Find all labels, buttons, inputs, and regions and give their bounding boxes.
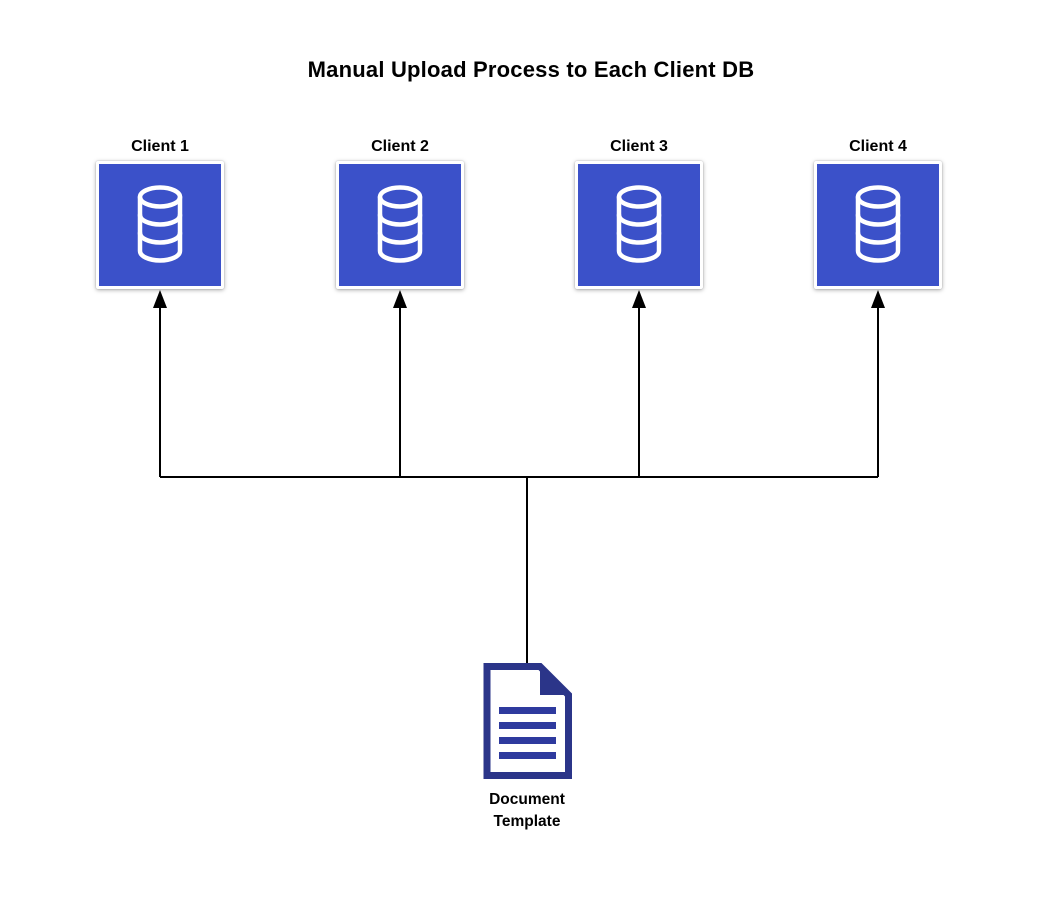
database-icon [137,185,183,263]
client-label: Client 3 [610,138,668,155]
document-label: Document Template [489,791,565,830]
client-label: Client 2 [371,138,429,155]
arrowhead-icon [393,290,407,308]
document-icon [483,663,572,779]
client-db-box [814,161,942,289]
diagram-title: Manual Upload Process to Each Client DB [307,57,755,82]
database-icon [377,185,423,263]
client-node-1: Client 1 [96,137,224,289]
client-label: Client 4 [849,138,907,155]
client-node-4: Client 4 [814,137,942,289]
client-node-2: Client 2 [336,137,464,289]
database-icon [855,185,901,263]
client-node-3: Client 3 [575,137,703,289]
client-label: Client 1 [131,138,189,155]
client-db-box [96,161,224,289]
document-template-node: Document Template [447,662,607,833]
arrowhead-icon [153,290,167,308]
database-icon [616,185,662,263]
client-db-box [575,161,703,289]
client-db-box [336,161,464,289]
arrowhead-icon [871,290,885,308]
arrowhead-icon [632,290,646,308]
